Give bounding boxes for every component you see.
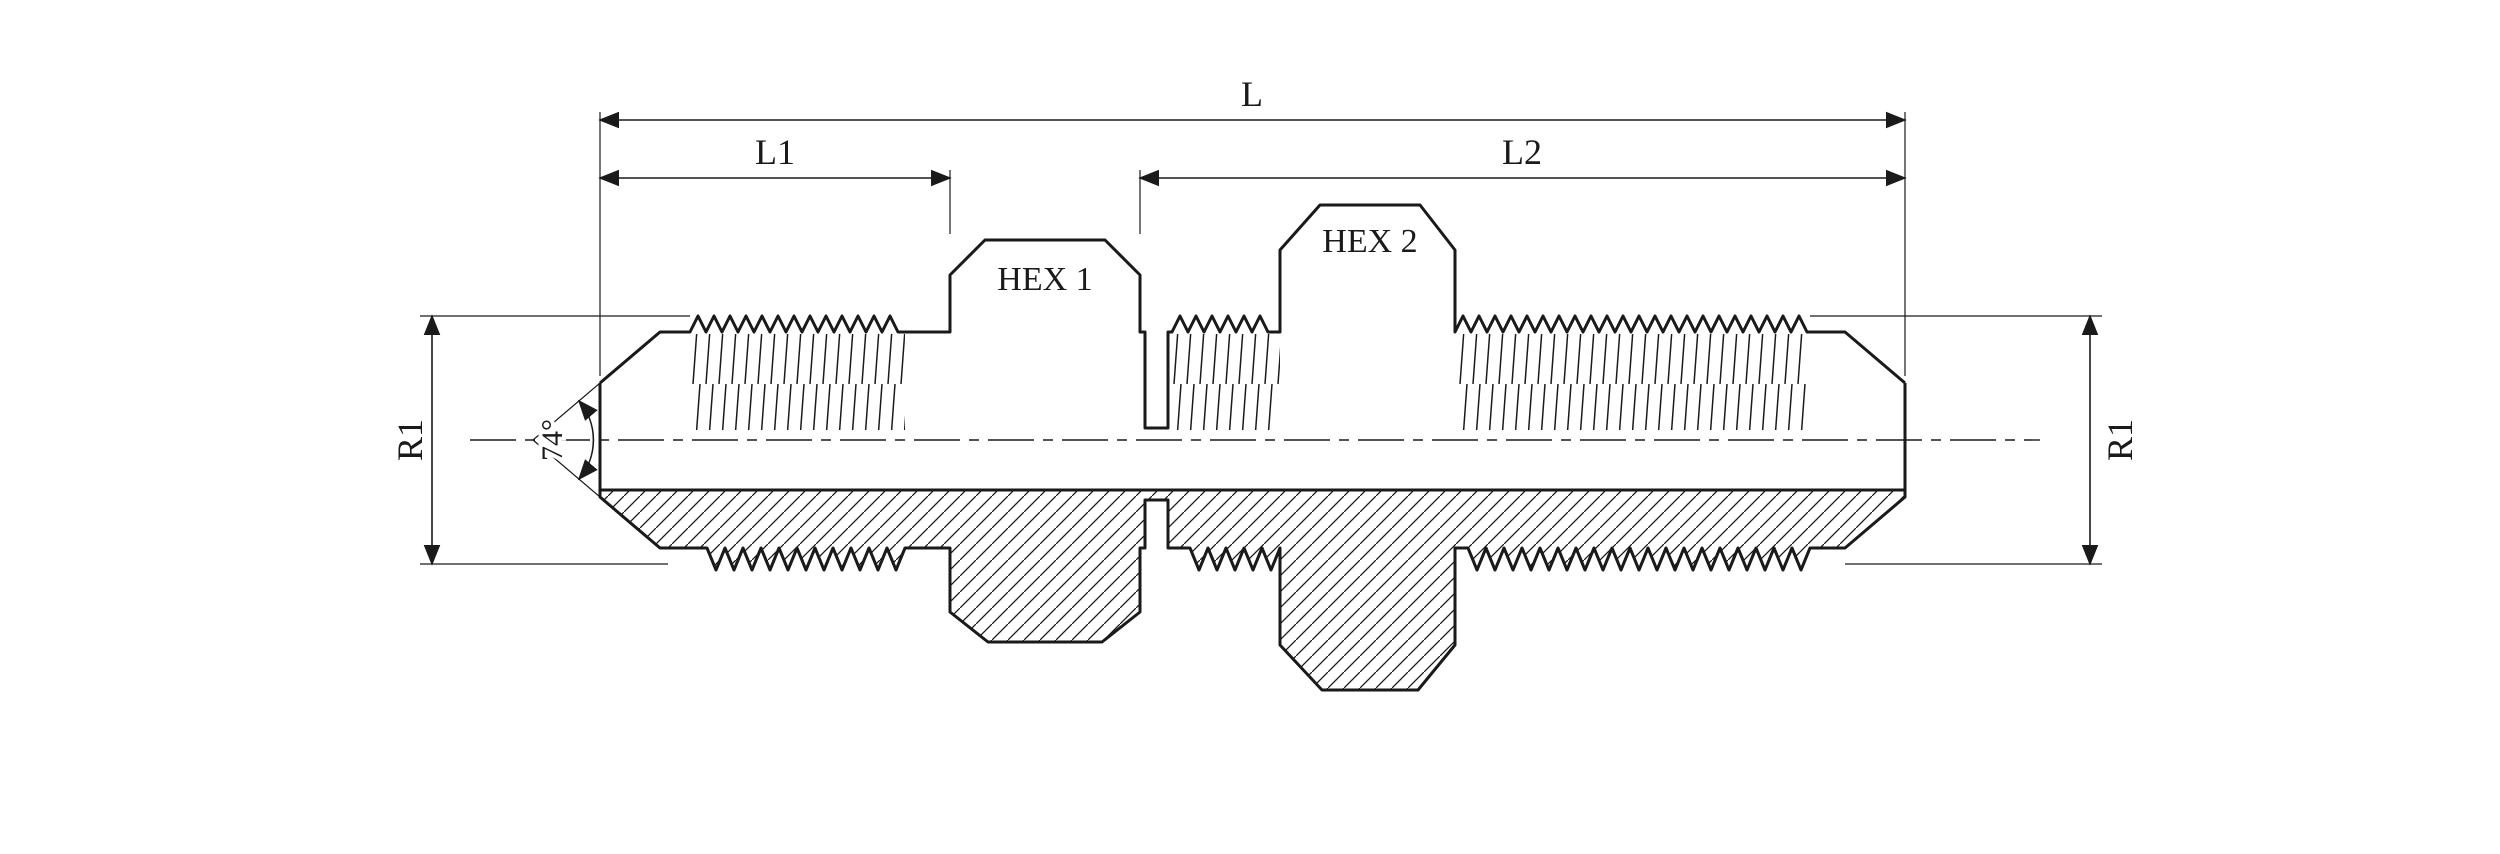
section-cut-region: [598, 488, 1907, 692]
thread-zone-right: [1455, 334, 1810, 430]
dimension-label-l: L: [1241, 74, 1263, 114]
part-outline: [598, 203, 1907, 497]
dimension-label-l2: L2: [1502, 132, 1542, 172]
thread-lines: [690, 334, 1810, 430]
extension-lines: [420, 112, 2102, 565]
hex2-label: HEX 2: [1322, 223, 1417, 260]
end-faces: [598, 383, 1907, 497]
section-hatching: [598, 488, 1907, 692]
cone-angle-label: 74°: [536, 419, 569, 461]
cone-angle-construction-lines: [532, 331, 661, 549]
hex1-label: HEX 1: [997, 261, 1092, 298]
thread-zone-left: [690, 334, 905, 430]
labels: L L1 L2 HEX 1 HEX 2 R1 R1 74°: [386, 74, 2144, 465]
outer-profile-top: [599, 203, 1906, 430]
dimension-label-l1: L1: [755, 132, 795, 172]
thread-zone-middle: [1172, 334, 1280, 430]
dim-arc-cone-angle: [577, 399, 598, 481]
dimension-label-r1-left: R1: [390, 419, 430, 461]
dimension-lines: [423, 111, 2099, 566]
dimension-label-r1-right: R1: [2100, 419, 2140, 461]
